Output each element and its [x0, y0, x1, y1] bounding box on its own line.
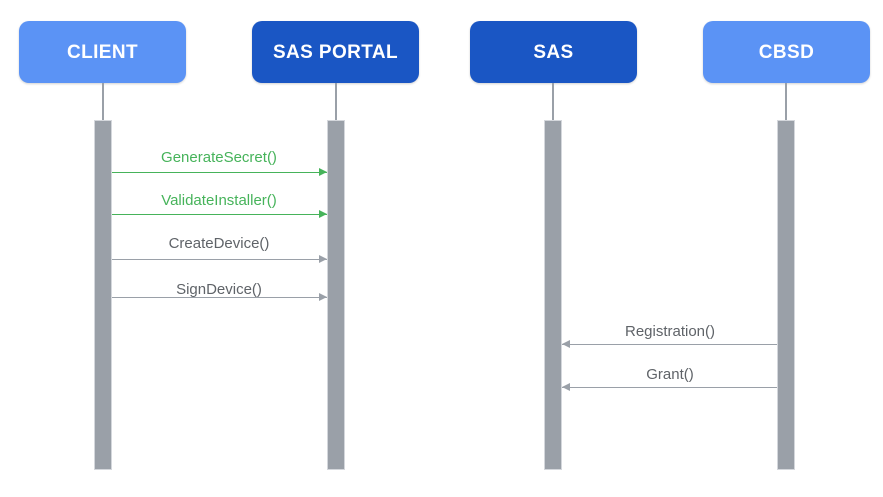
activation-bar-sas-portal — [327, 120, 345, 470]
participant-label: CLIENT — [66, 41, 138, 63]
lifeline-cbsd — [785, 83, 787, 120]
participant-box-client[interactable]: CLIENT — [19, 21, 186, 83]
message-label-registration: Registration() — [624, 323, 716, 340]
participant-label: SAS PORTAL — [272, 41, 399, 63]
lifeline-sas — [552, 83, 554, 120]
participant-box-cbsd[interactable]: CBSD — [703, 21, 870, 83]
message-arrowhead-registration — [562, 340, 570, 348]
lifeline-sas-portal — [335, 83, 337, 120]
message-label-validate-installer: ValidateInstaller() — [161, 192, 277, 209]
participant-box-sas-portal[interactable]: SAS PORTAL — [252, 21, 419, 83]
message-arrowhead-validate-installer — [319, 210, 327, 218]
activation-bar-client — [94, 120, 112, 470]
message-line-generate-secret — [112, 172, 327, 173]
message-arrowhead-generate-secret — [319, 168, 327, 176]
message-line-sign-device — [112, 297, 327, 298]
message-label-grant: Grant() — [646, 366, 694, 383]
message-arrowhead-sign-device — [319, 293, 327, 301]
activation-bar-cbsd — [777, 120, 795, 470]
participant-box-sas[interactable]: SAS — [470, 21, 637, 83]
message-line-registration — [562, 344, 777, 345]
message-label-create-device: CreateDevice() — [168, 235, 270, 252]
message-line-create-device — [112, 259, 327, 260]
message-arrowhead-create-device — [319, 255, 327, 263]
message-label-generate-secret: GenerateSecret() — [161, 149, 277, 166]
participant-label: SAS — [533, 41, 574, 63]
message-arrowhead-grant — [562, 383, 570, 391]
message-line-validate-installer — [112, 214, 327, 215]
message-label-sign-device: SignDevice() — [176, 281, 262, 298]
lifeline-client — [102, 83, 104, 120]
participant-label: CBSD — [758, 41, 815, 63]
message-line-grant — [562, 387, 777, 388]
activation-bar-sas — [544, 120, 562, 470]
